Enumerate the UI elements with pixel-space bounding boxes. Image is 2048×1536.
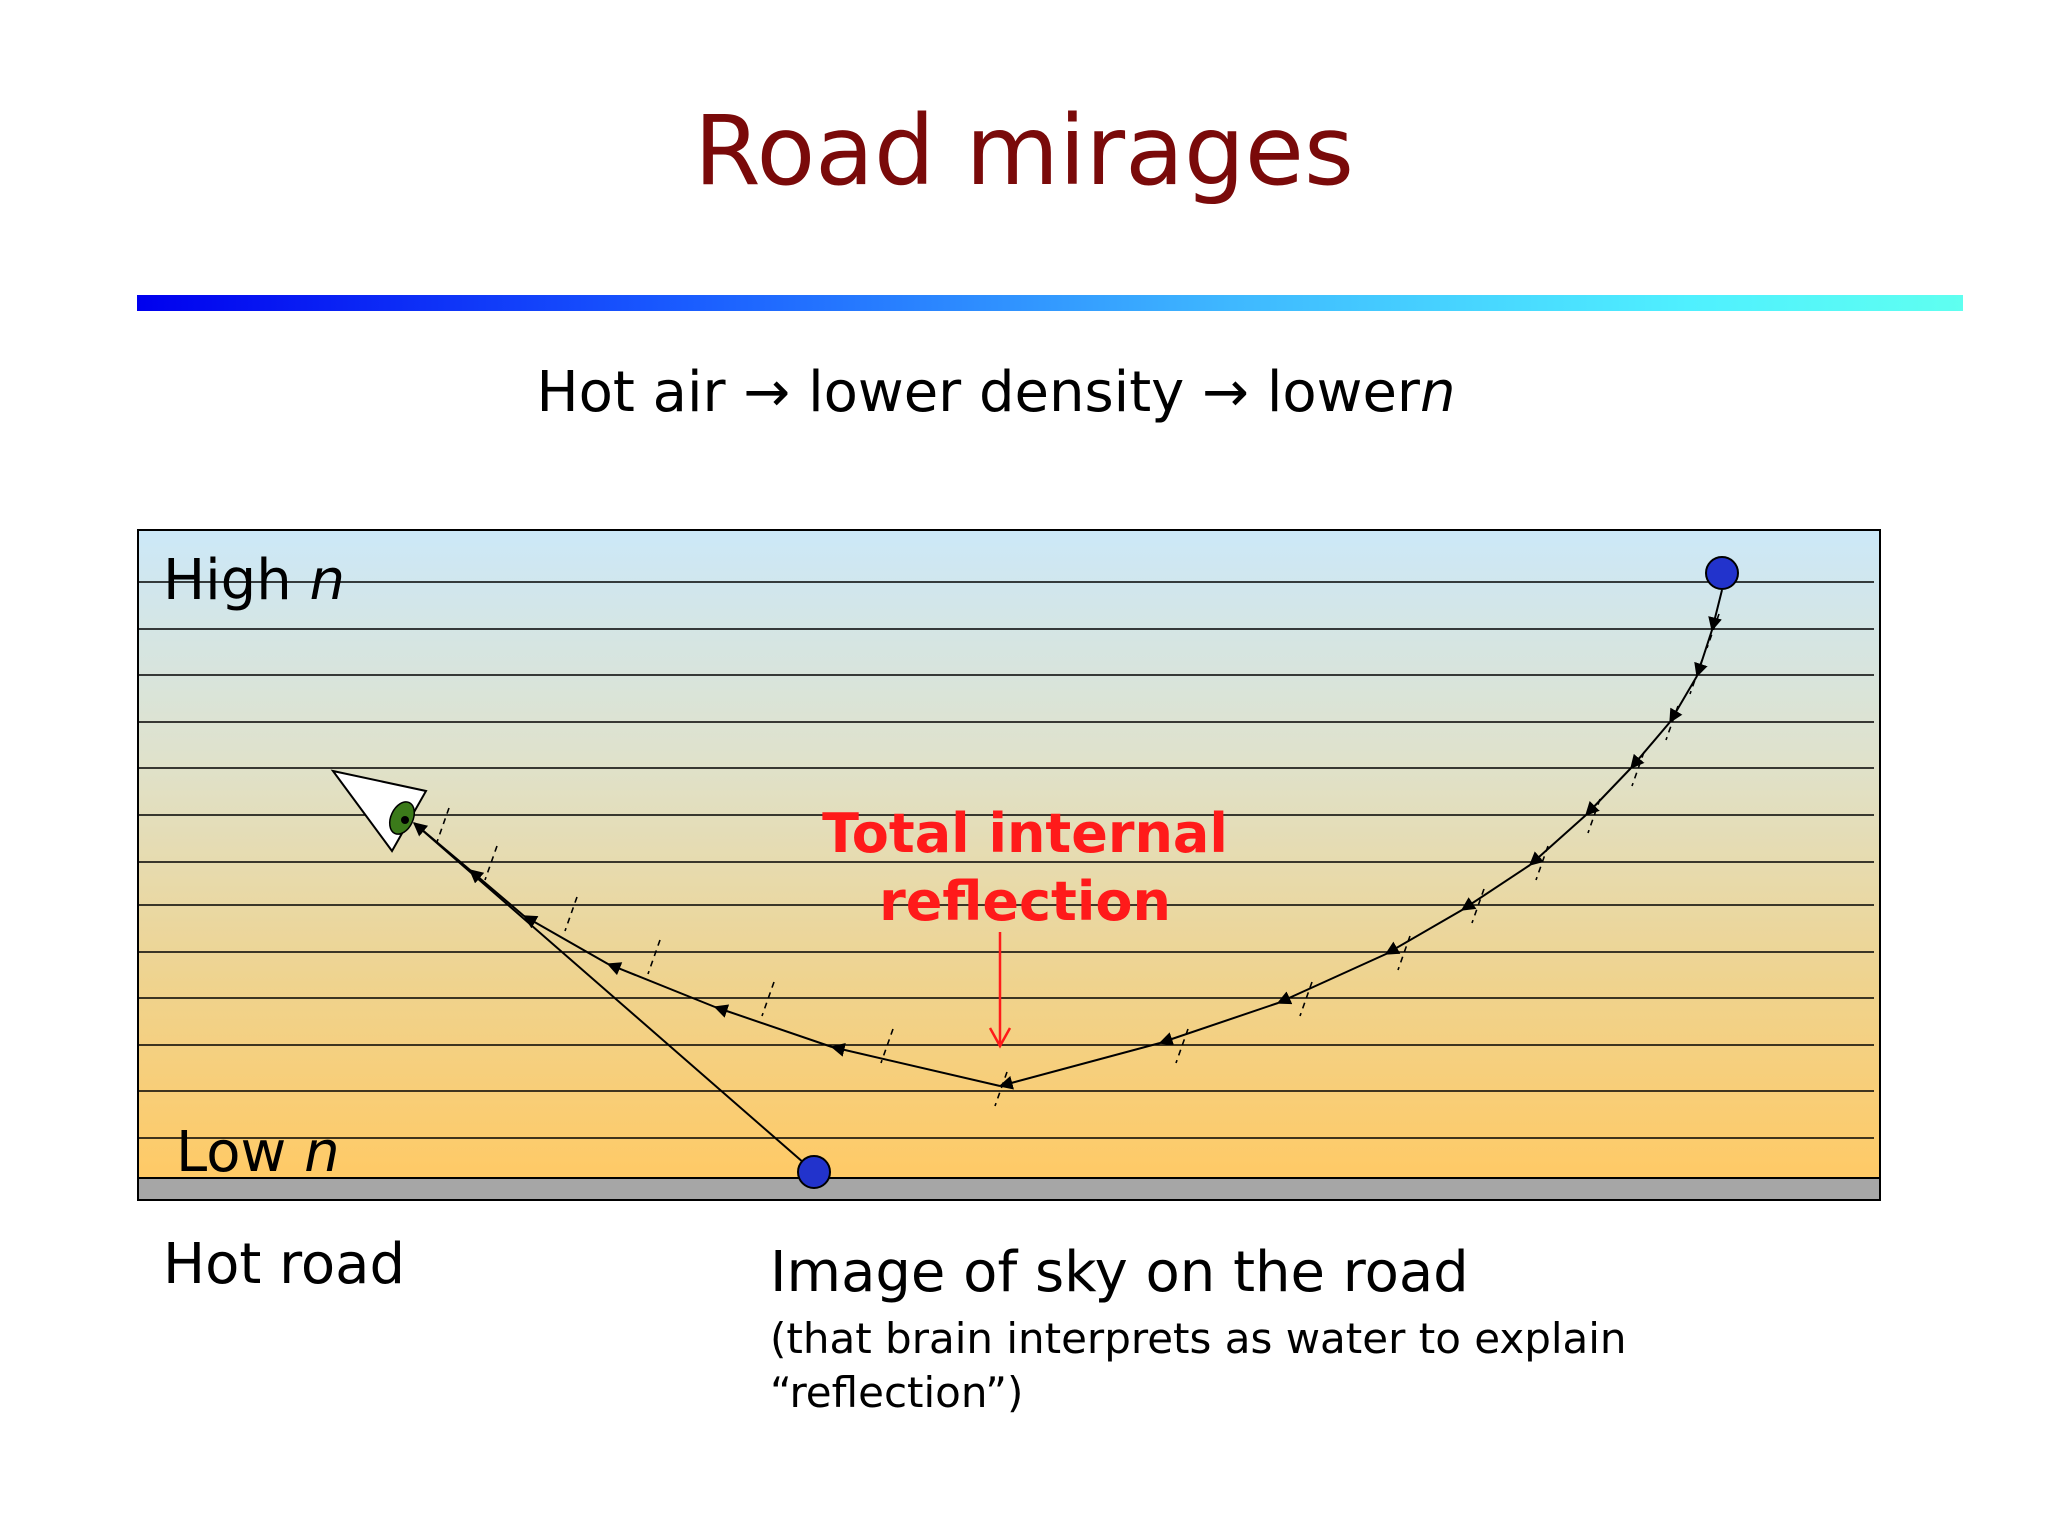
subtitle-n: n <box>1419 360 1456 425</box>
hot-road-surface <box>137 1177 1881 1201</box>
tir-label: Total internal reflection <box>822 802 1228 933</box>
low-n-label: Low n <box>176 1120 340 1185</box>
high-n-label: High n <box>163 548 346 613</box>
subtitle-text: Hot air → lower density → lower <box>536 360 1420 425</box>
refractive-layers <box>138 581 1874 1139</box>
observer-eye-icon <box>330 769 428 853</box>
subtitle: Hot air → lower density → lower n <box>0 360 2020 425</box>
sky-source-point <box>1705 556 1739 590</box>
apparent-ray-line <box>413 822 813 1171</box>
image-caption: Image of sky on the road <box>770 1240 1469 1305</box>
gradient-divider <box>137 295 1963 311</box>
sky-image-point <box>797 1155 831 1189</box>
hot-road-label: Hot road <box>163 1232 406 1297</box>
image-note: (that brain interprets as water to expla… <box>770 1314 1627 1417</box>
slide-title: Road mirages <box>694 95 1354 207</box>
air-layers-panel <box>137 529 1881 1179</box>
tir-arrowhead <box>988 1027 1012 1049</box>
